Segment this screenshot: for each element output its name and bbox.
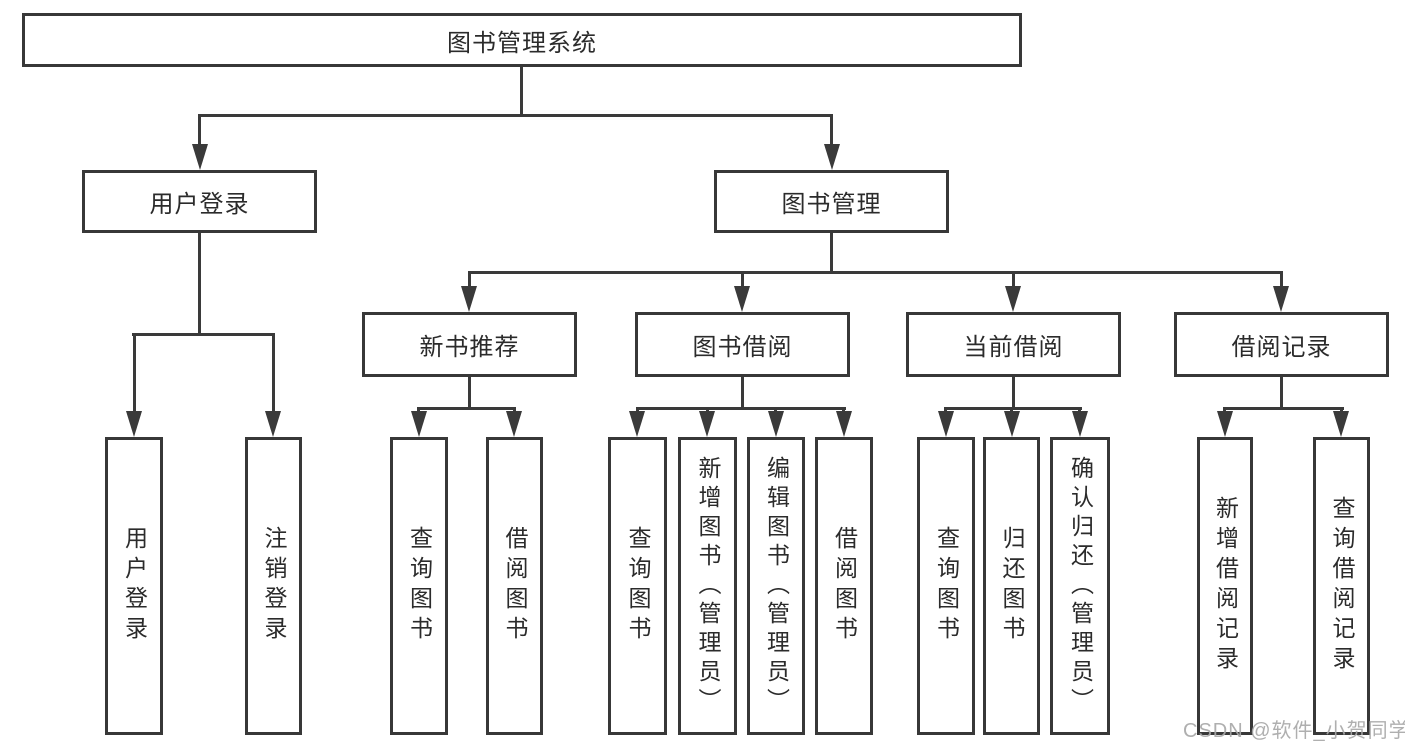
connector-user-login-drop xyxy=(198,114,201,147)
node-user-login-leaf: 用户登录 xyxy=(105,437,163,735)
connector-user-login-stem xyxy=(198,233,201,336)
arrowhead xyxy=(1004,411,1020,437)
node-borrowing-query-books: 查询图书 xyxy=(608,437,667,735)
node-logout-leaf: 注销登录 xyxy=(245,437,302,735)
arrowhead xyxy=(768,411,784,437)
connector-book-mgmt-drop xyxy=(830,114,833,147)
connector-user-login-branch xyxy=(132,333,275,336)
node-new-book-recommend: 新书推荐 xyxy=(362,312,577,377)
node-current-query-books: 查询图书 xyxy=(917,437,975,735)
node-current-confirm-return-admin: 确认归还（管理员） xyxy=(1050,437,1110,735)
node-borrowing-edit-books-admin: 编辑图书（管理员） xyxy=(747,437,805,735)
connector xyxy=(1280,271,1283,291)
node-book-borrowing: 图书借阅 xyxy=(635,312,850,377)
node-user-login: 用户登录 xyxy=(82,170,317,233)
node-recommend-borrow-books: 借阅图书 xyxy=(486,437,543,735)
arrowhead xyxy=(126,411,142,437)
connector-recommend-stem xyxy=(468,377,471,410)
csdn-watermark: CSDN @软件_小贺同学 xyxy=(1183,720,1405,742)
arrowhead xyxy=(1333,411,1349,437)
arrowhead xyxy=(1273,286,1289,312)
connector-recommend-branch xyxy=(417,407,516,410)
arrowhead xyxy=(411,411,427,437)
node-borrowing-borrow-books: 借阅图书 xyxy=(815,437,873,735)
arrowhead xyxy=(192,144,208,170)
arrowhead xyxy=(836,411,852,437)
arrowhead xyxy=(461,286,477,312)
connector xyxy=(272,333,275,413)
node-records-query-record: 查询借阅记录 xyxy=(1313,437,1370,735)
connector-root-branch xyxy=(198,114,833,117)
node-current-return-books: 归还图书 xyxy=(983,437,1040,735)
connector xyxy=(133,333,136,413)
connector-records-stem xyxy=(1280,377,1283,410)
arrowhead xyxy=(734,286,750,312)
connector-records-branch xyxy=(1223,407,1344,410)
arrowhead xyxy=(938,411,954,437)
node-book-management: 图书管理 xyxy=(714,170,949,233)
connector-book-mgmt-branch xyxy=(468,271,1283,274)
arrowhead xyxy=(1005,286,1021,312)
arrowhead xyxy=(265,411,281,437)
connector-book-mgmt-stem xyxy=(830,233,833,273)
node-library-system: 图书管理系统 xyxy=(22,13,1022,67)
connector xyxy=(1012,271,1015,291)
connector-borrowing-branch xyxy=(636,407,846,410)
node-borrowing-add-books-admin: 新增图书（管理员） xyxy=(678,437,737,735)
connector-root-stem xyxy=(520,67,523,116)
node-records-add-record: 新增借阅记录 xyxy=(1197,437,1253,735)
arrowhead xyxy=(1072,411,1088,437)
arrowhead xyxy=(699,411,715,437)
connector xyxy=(741,271,744,291)
arrowhead xyxy=(629,411,645,437)
node-recommend-query-books: 查询图书 xyxy=(390,437,448,735)
arrowhead xyxy=(1217,411,1233,437)
node-current-borrowing: 当前借阅 xyxy=(906,312,1121,377)
connector-borrowing-stem xyxy=(741,377,744,410)
arrowhead xyxy=(506,411,522,437)
connector-current-stem xyxy=(1012,377,1015,410)
connector xyxy=(468,271,471,291)
arrowhead xyxy=(824,144,840,170)
node-borrowing-records: 借阅记录 xyxy=(1174,312,1389,377)
connector-current-branch xyxy=(944,407,1082,410)
